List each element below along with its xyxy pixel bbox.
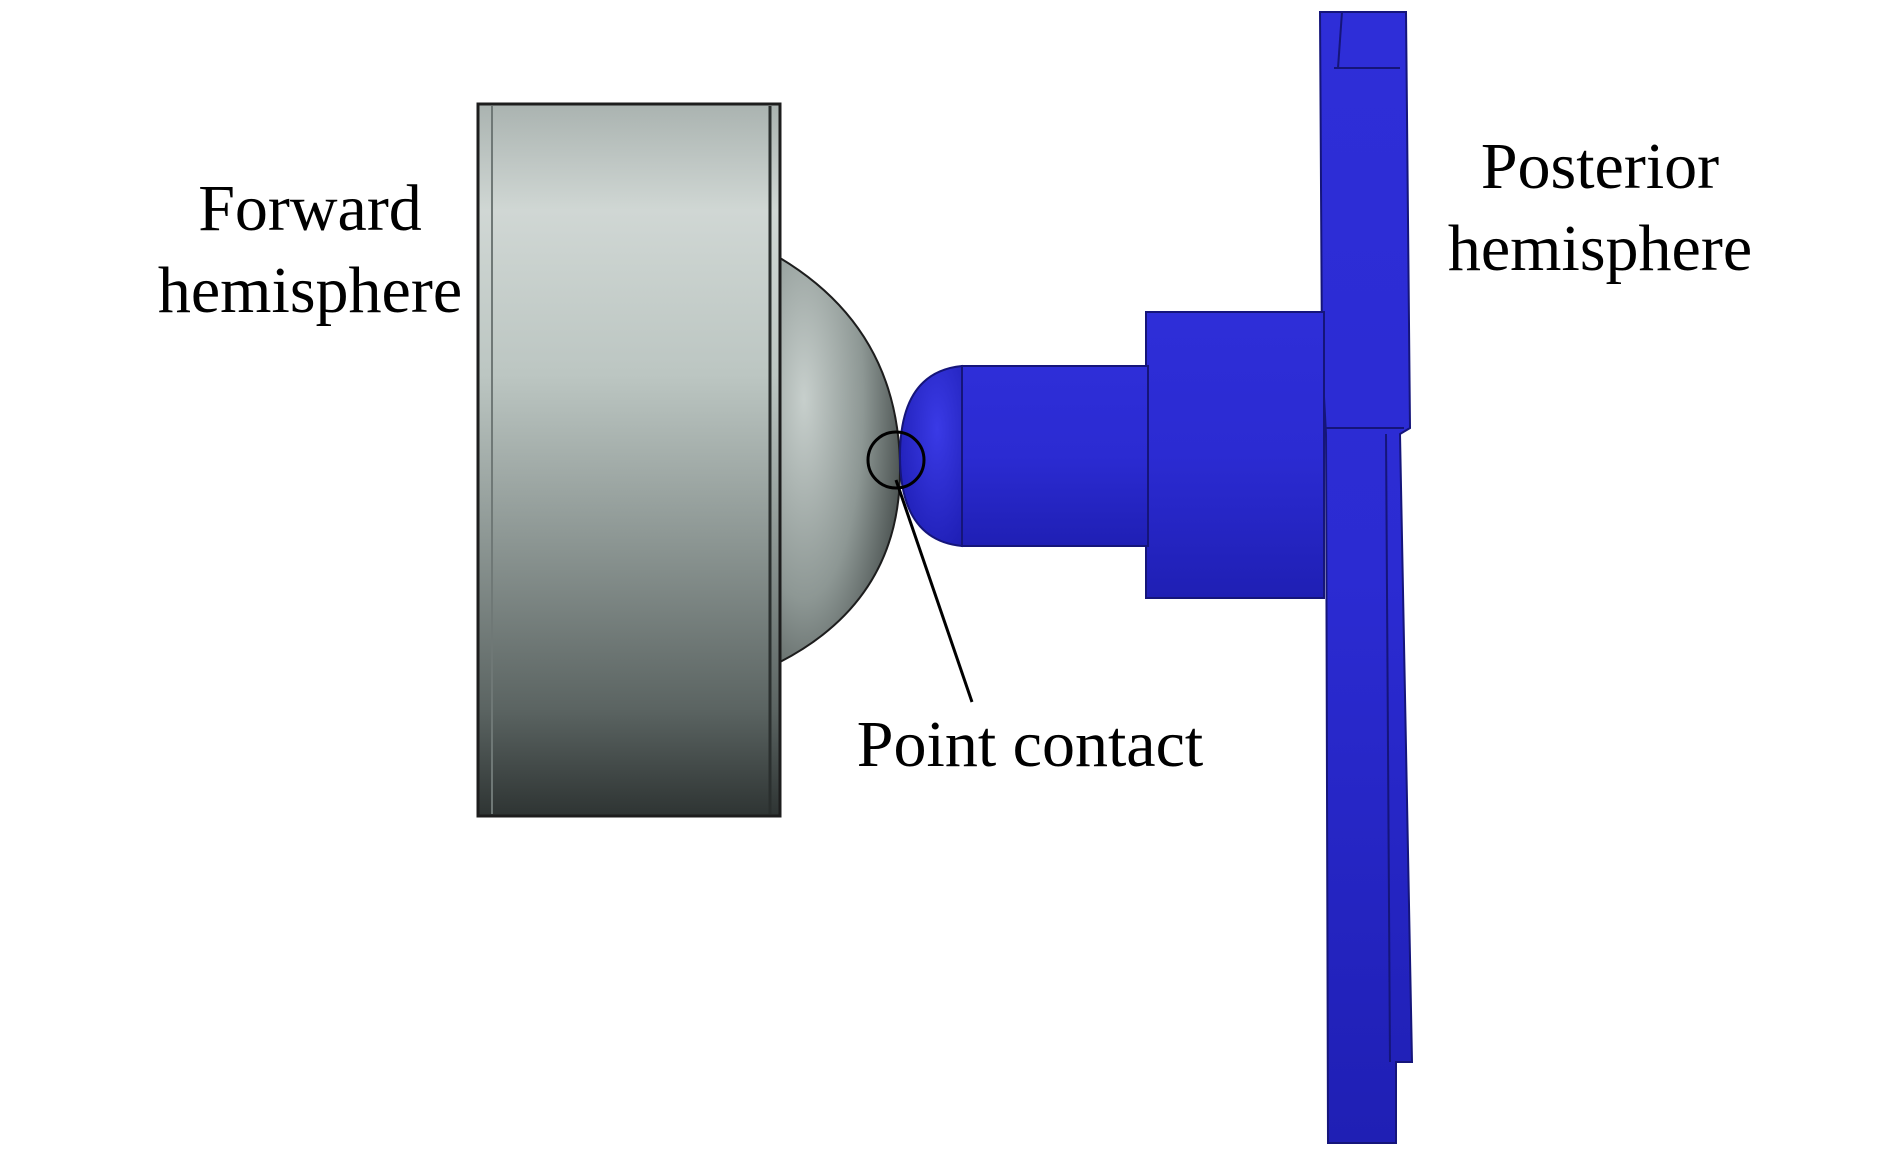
label-forward-line2: hemisphere bbox=[157, 254, 463, 327]
forward-dome bbox=[779, 256, 902, 664]
posterior-boss bbox=[1145, 311, 1325, 599]
forward-hemisphere-part bbox=[476, 102, 902, 818]
point-contact-circle bbox=[866, 430, 926, 490]
label-point-contact: Point contact bbox=[856, 708, 1204, 781]
posterior-back-plate bbox=[1318, 11, 1414, 1144]
posterior-pin-tip bbox=[898, 364, 963, 548]
label-posterior-line2: hemisphere bbox=[1447, 212, 1753, 285]
posterior-plate-step bbox=[1385, 433, 1391, 1063]
posterior-pin-shaft bbox=[961, 365, 1149, 547]
posterior-hemisphere-part bbox=[898, 11, 1414, 1144]
label-posterior-line1: Posterior bbox=[1480, 130, 1720, 203]
forward-cylinder bbox=[476, 102, 782, 818]
label-forward-hemisphere: Forward hemisphere bbox=[120, 168, 500, 332]
point-contact-leader-line bbox=[894, 479, 974, 703]
label-posterior-hemisphere: Posterior hemisphere bbox=[1400, 126, 1800, 290]
label-forward-line1: Forward bbox=[198, 172, 422, 245]
posterior-plate-inner-edge bbox=[1337, 11, 1343, 69]
